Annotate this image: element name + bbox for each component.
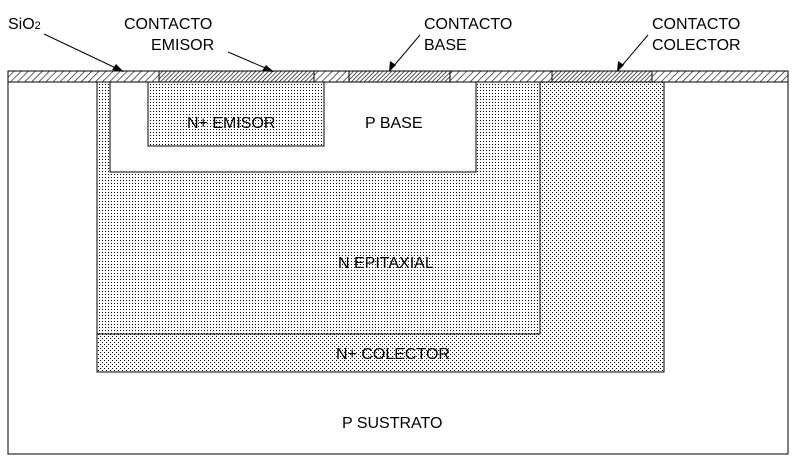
n-emisor-label: N+ EMISOR [187, 115, 275, 132]
n-colector-label: N+ COLECTOR [336, 346, 450, 363]
contacto-emisor-arrow [227, 51, 274, 72]
sio2-label: SiO2 [8, 16, 41, 33]
p-sustrato-label: P SUSTRATO [342, 415, 442, 432]
contacto-base-label-line1: CONTACTO [424, 16, 512, 33]
sio2-arrow [43, 33, 124, 72]
contacto-colector-label-line1: CONTACTO [652, 16, 740, 33]
contacto-emisor-label-line2: EMISOR [151, 37, 214, 54]
n-epitaxial-label: N EPITAXIAL [338, 255, 434, 272]
contacto-base-arrow [389, 34, 421, 72]
contacto-base-label-line2: BASE [424, 37, 467, 54]
contacto-base-metal [348, 70, 451, 83]
contacto-emisor-metal [158, 70, 315, 83]
n-emisor-region [147, 81, 325, 147]
contacto-colector-label-line2: COLECTOR [652, 37, 741, 54]
sio2-label-main: SiO [8, 16, 35, 33]
p-base-label: P BASE [365, 115, 423, 132]
contacto-colector-arrow [617, 34, 649, 72]
contacto-emisor-label-line1: CONTACTO [124, 16, 212, 33]
contacto-colector-metal [551, 70, 653, 83]
sio2-label-sub: 2 [35, 20, 41, 32]
